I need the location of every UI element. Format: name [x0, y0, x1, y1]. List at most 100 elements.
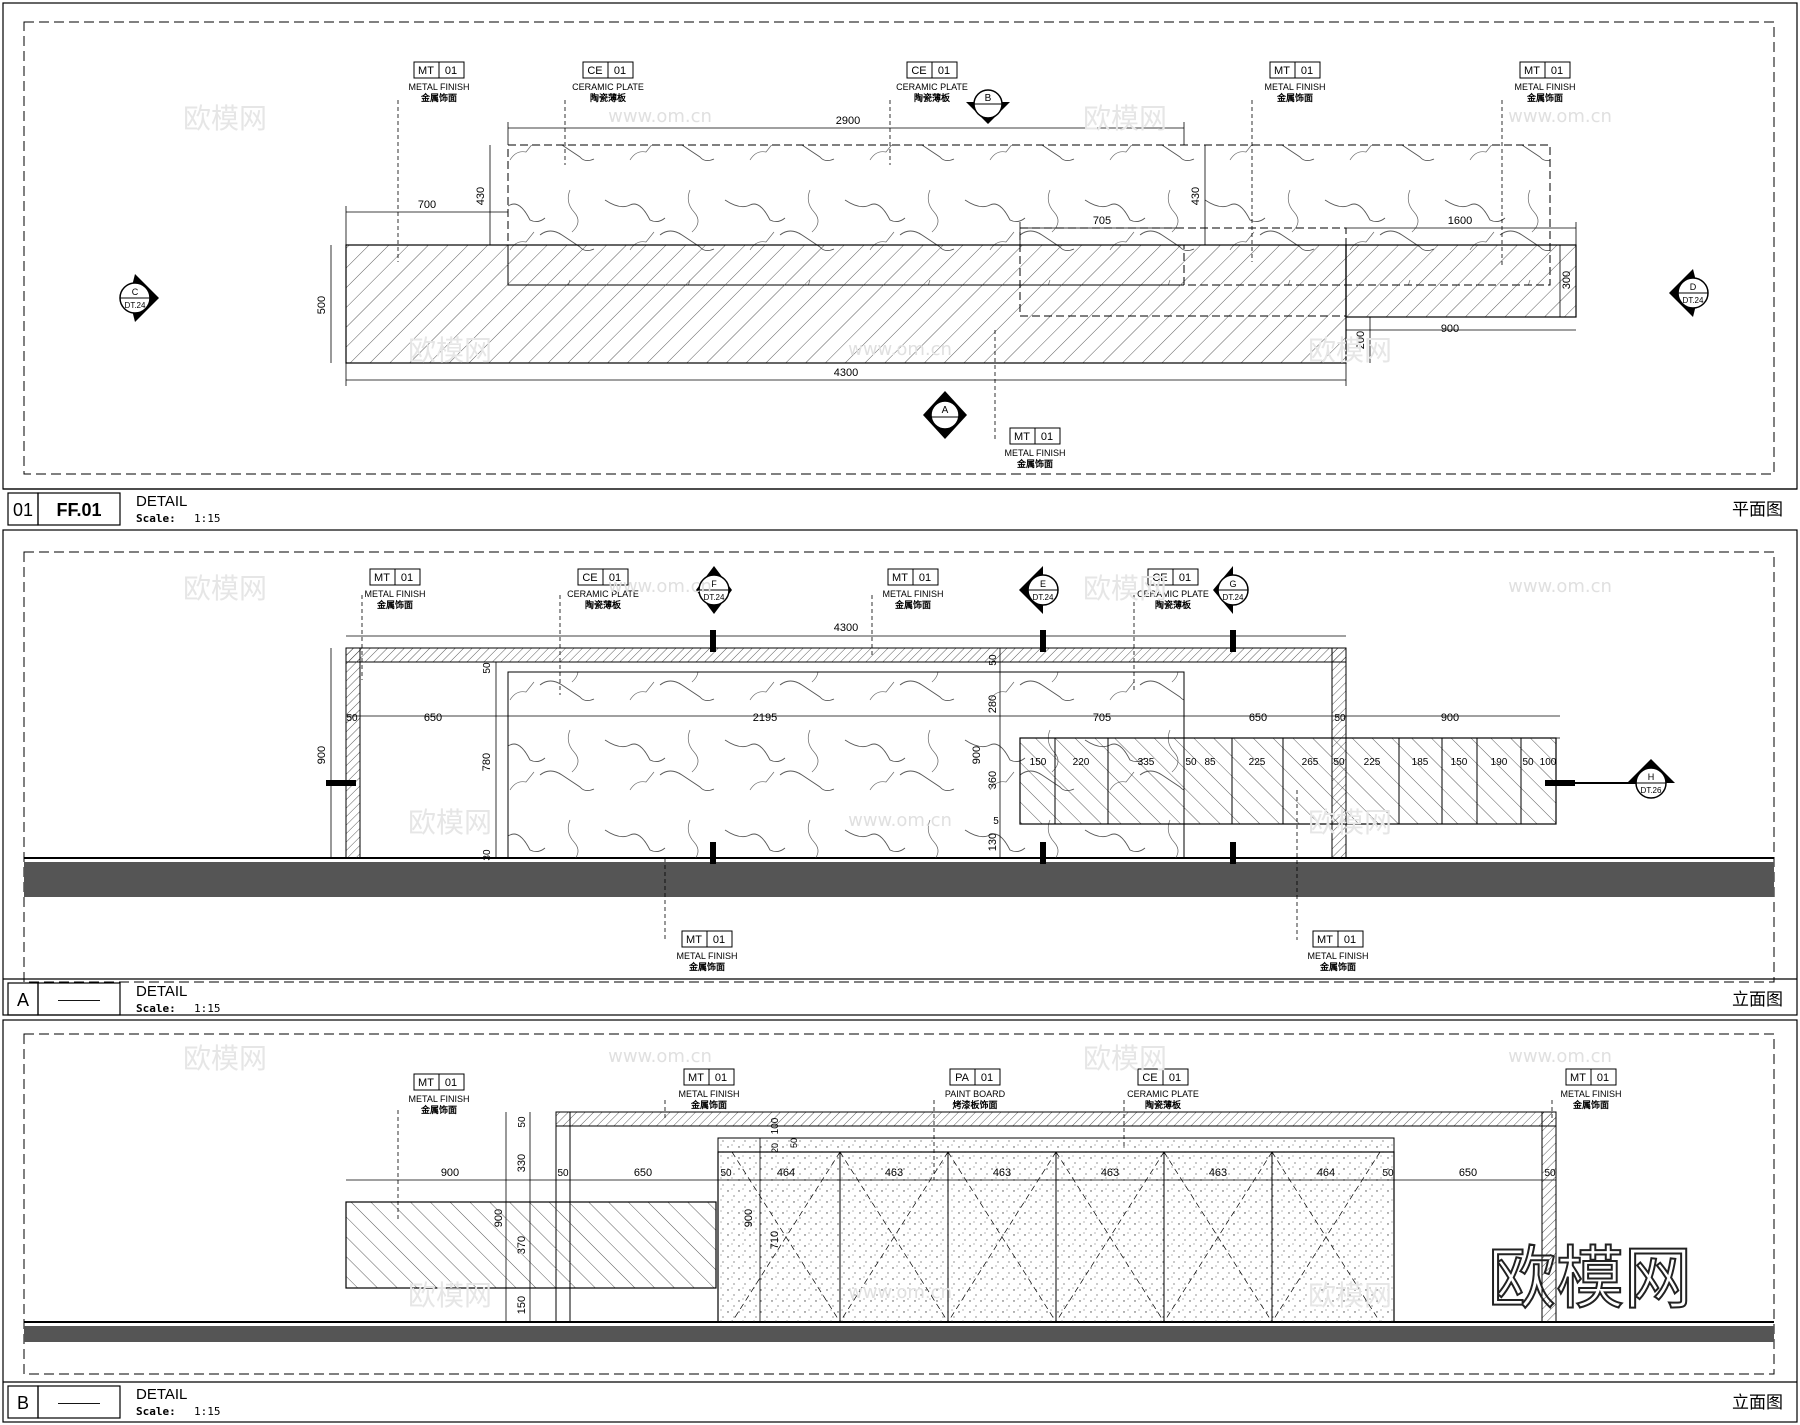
dim-900-a: 900 [316, 746, 328, 764]
svg-text:900: 900 [493, 1209, 505, 1227]
tag-mt-b1: MT 01 METAL FINISH 金属饰面 [408, 1073, 470, 1115]
tag-mt-b2: MT 01 METAL FINISH 金属饰面 [678, 1068, 740, 1110]
svg-text:01: 01 [445, 1077, 457, 1089]
svg-text:50: 50 [720, 1168, 732, 1179]
dim-4300: 4300 [834, 367, 858, 379]
svg-text:PAINT BOARD: PAINT BOARD [945, 1089, 1006, 1099]
svg-text:D: D [1690, 282, 1697, 292]
svg-text:金属饰面: 金属饰面 [1526, 92, 1563, 103]
watermark-layer: 欧模网 欧模网 欧模网 欧模网 欧模网 欧模网 欧模网 欧模网 欧模网 欧模网 … [183, 102, 1392, 1312]
svg-text:360: 360 [987, 771, 999, 789]
tag-ce-p1a: CE 01 CERAMIC PLATE 陶瓷薄板 [572, 61, 644, 103]
svg-text:464: 464 [777, 1167, 795, 1179]
svg-text:900: 900 [1441, 712, 1459, 724]
svg-text:100: 100 [1540, 757, 1557, 768]
section-marker-g-icon: G DT.24 [1213, 566, 1249, 614]
svg-text:———: ——— [58, 1394, 100, 1410]
svg-text:650: 650 [1459, 1167, 1477, 1179]
svg-text:METAL FINISH: METAL FINISH [882, 589, 943, 599]
svg-text:705: 705 [1093, 712, 1111, 724]
svg-text:85: 85 [1204, 757, 1216, 768]
svg-text:20: 20 [770, 1143, 780, 1153]
tag-mt-p1d: MT 01 METAL FINISH 金属饰面 [1004, 427, 1066, 469]
tag-mt-p1: MT 01 METAL FINISH 金属饰面 [408, 61, 470, 103]
svg-text:01: 01 [1597, 1072, 1609, 1084]
dim-430b: 430 [1190, 187, 1202, 205]
svg-text:464: 464 [1317, 1167, 1335, 1179]
svg-text:150: 150 [1451, 757, 1468, 768]
svg-text:225: 225 [1364, 757, 1381, 768]
elevation-b: 50 330 900 370 150 900 50 650 50 464 463… [2, 1019, 1798, 1423]
svg-text:DETAIL: DETAIL [136, 983, 187, 1000]
tag-pa-b1: PA 01 PAINT BOARD 烤漆板饰面 [945, 1068, 1006, 1110]
svg-text:150: 150 [516, 1296, 528, 1314]
svg-text:MT: MT [418, 1077, 434, 1089]
svg-text:100: 100 [770, 1117, 781, 1134]
svg-text:220: 220 [1073, 757, 1090, 768]
metal-slab-plan-ext [1345, 244, 1577, 318]
title-bar-elevation-a: A ——— DETAIL Scale: 1:15 立面图 [3, 978, 1797, 1016]
svg-text:MT: MT [374, 572, 390, 584]
svg-text:F: F [711, 579, 717, 589]
svg-text:330: 330 [516, 1154, 528, 1172]
svg-text:463: 463 [1209, 1167, 1227, 1179]
svg-text:130: 130 [987, 833, 999, 851]
svg-text:METAL FINISH: METAL FINISH [1514, 82, 1575, 92]
svg-text:欧模网: 欧模网 [408, 334, 492, 367]
svg-text:DT.26: DT.26 [1641, 786, 1662, 795]
tag-ce-p1b: CE 01 CERAMIC PLATE 陶瓷薄板 [896, 61, 968, 103]
svg-text:CE: CE [911, 65, 926, 77]
tag-mt-a4: MT 01 METAL FINISH 金属饰面 [1307, 930, 1369, 972]
watermark-big: 欧模网 [1488, 1240, 1692, 1319]
floor-line [24, 862, 1774, 897]
svg-text:01: 01 [614, 65, 626, 77]
svg-text:01: 01 [1551, 65, 1563, 77]
dim-900: 900 [1441, 323, 1459, 335]
tag-mt-b3: MT 01 METAL FINISH 金属饰面 [1560, 1068, 1622, 1110]
section-marker-e-icon: E DT.24 [1019, 566, 1059, 614]
svg-text:01: 01 [1301, 65, 1313, 77]
svg-text:烤漆板饰面: 烤漆板饰面 [952, 1099, 997, 1110]
svg-text:Scale:: Scale: [136, 1002, 176, 1015]
svg-text:650: 650 [634, 1167, 652, 1179]
elevation-a: 4300 900 50 650 2195 50 780 30 280 900 3… [2, 529, 1798, 1016]
svg-text:01: 01 [401, 572, 413, 584]
svg-text:280: 280 [987, 695, 999, 713]
svg-text:金属饰面: 金属饰面 [690, 1099, 727, 1110]
svg-text:1:15: 1:15 [194, 1002, 221, 1015]
svg-text:50: 50 [482, 662, 493, 674]
plan-view: 2900 700 705 1600 900 4300 500 430 430 3… [2, 2, 1798, 526]
svg-text:C: C [132, 287, 139, 297]
dim-4300-a: 4300 [834, 622, 858, 634]
svg-text:欧模网: 欧模网 [1308, 1279, 1392, 1312]
svg-text:www.om.cn: www.om.cn [608, 1046, 712, 1067]
svg-text:30: 30 [482, 849, 493, 861]
dim-705: 705 [1093, 215, 1111, 227]
svg-text:METAL FINISH: METAL FINISH [364, 589, 425, 599]
svg-text:50: 50 [1382, 1168, 1394, 1179]
svg-text:900: 900 [743, 1209, 755, 1227]
dim-1600: 1600 [1448, 215, 1472, 227]
svg-text:265: 265 [1302, 757, 1319, 768]
svg-text:欧模网: 欧模网 [1308, 806, 1392, 839]
svg-text:50: 50 [1522, 757, 1534, 768]
svg-text:MT: MT [688, 1072, 704, 1084]
dim-700: 700 [418, 199, 436, 211]
dim-300: 300 [1561, 271, 1573, 289]
svg-text:MT: MT [1274, 65, 1290, 77]
svg-text:www.om.cn: www.om.cn [1508, 1046, 1612, 1067]
svg-text:欧模网: 欧模网 [1083, 102, 1167, 135]
svg-text:金属饰面: 金属饰面 [688, 961, 725, 972]
svg-text:陶瓷薄板: 陶瓷薄板 [1145, 1099, 1182, 1110]
svg-text:欧模网: 欧模网 [183, 102, 267, 135]
svg-text:METAL FINISH: METAL FINISH [1560, 1089, 1621, 1099]
svg-text:MT: MT [1014, 431, 1030, 443]
svg-text:01: 01 [1179, 572, 1191, 584]
svg-text:50: 50 [557, 1168, 569, 1179]
svg-text:METAL FINISH: METAL FINISH [678, 1089, 739, 1099]
svg-text:METAL FINISH: METAL FINISH [676, 951, 737, 961]
svg-text:335: 335 [1138, 757, 1155, 768]
svg-text:G: G [1229, 579, 1236, 589]
svg-text:立面图: 立面图 [1732, 990, 1783, 1009]
panel-id-left: 01 [13, 500, 33, 520]
